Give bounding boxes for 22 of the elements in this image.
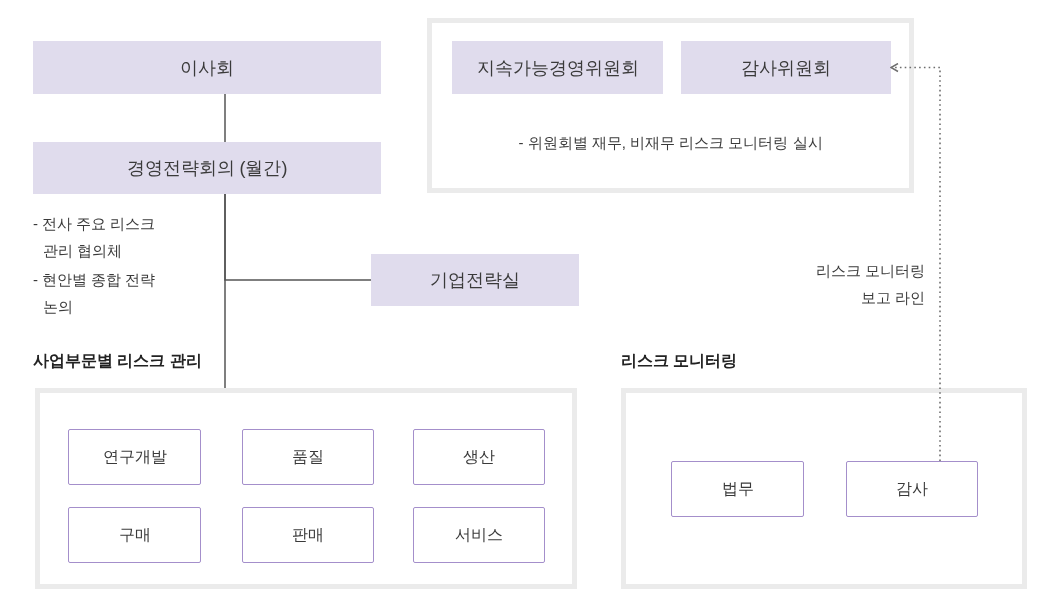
org-box: 지속가능경영위원회 (452, 41, 663, 94)
org-box: 감사위원회 (681, 41, 891, 94)
org-box: 경영전략회의 (월간) (33, 142, 381, 194)
arrow (890, 62, 941, 462)
group-box (427, 18, 914, 193)
org-box: 기업전략실 (371, 254, 579, 306)
unit-box: 생산 (413, 429, 545, 485)
note-text: - 전사 주요 리스크 관리 협의체 (33, 214, 157, 261)
group-heading: 사업부문별 리스크 관리 (33, 351, 202, 371)
org-box: 이사회 (33, 41, 381, 94)
unit-box: 품질 (242, 429, 374, 485)
connector-line (224, 93, 226, 143)
unit-box: 판매 (242, 507, 374, 563)
unit-box: 연구개발 (68, 429, 201, 485)
group-heading: 리스크 모니터링 (621, 351, 738, 371)
unit-box: 구매 (68, 507, 201, 563)
unit-box: 감사 (846, 461, 978, 517)
unit-box: 서비스 (413, 507, 545, 563)
connector-line (224, 193, 372, 281)
note-text: - 현안별 종합 전략 논의 (33, 270, 157, 317)
unit-box: 법무 (671, 461, 804, 517)
note-text: - 위원회별 재무, 비재무 리스크 모니터링 실시 (517, 133, 824, 153)
